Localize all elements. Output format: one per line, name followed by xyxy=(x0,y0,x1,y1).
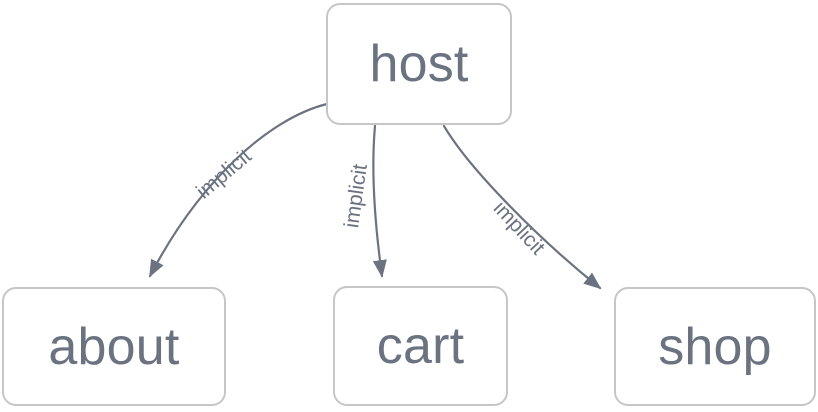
node-label-shop: shop xyxy=(658,317,772,376)
edge-path-host-shop xyxy=(442,124,602,290)
node-host[interactable]: host xyxy=(326,3,512,125)
edge-paths xyxy=(148,102,602,290)
edge-path-host-about xyxy=(148,102,329,278)
node-about[interactable]: about xyxy=(2,287,226,406)
node-cart[interactable]: cart xyxy=(333,286,508,406)
edge-path-host-cart xyxy=(372,124,387,278)
node-label-cart: cart xyxy=(376,317,465,375)
node-label-host: host xyxy=(369,35,469,93)
node-shop[interactable]: shop xyxy=(614,287,816,406)
node-label-about: about xyxy=(48,317,180,376)
